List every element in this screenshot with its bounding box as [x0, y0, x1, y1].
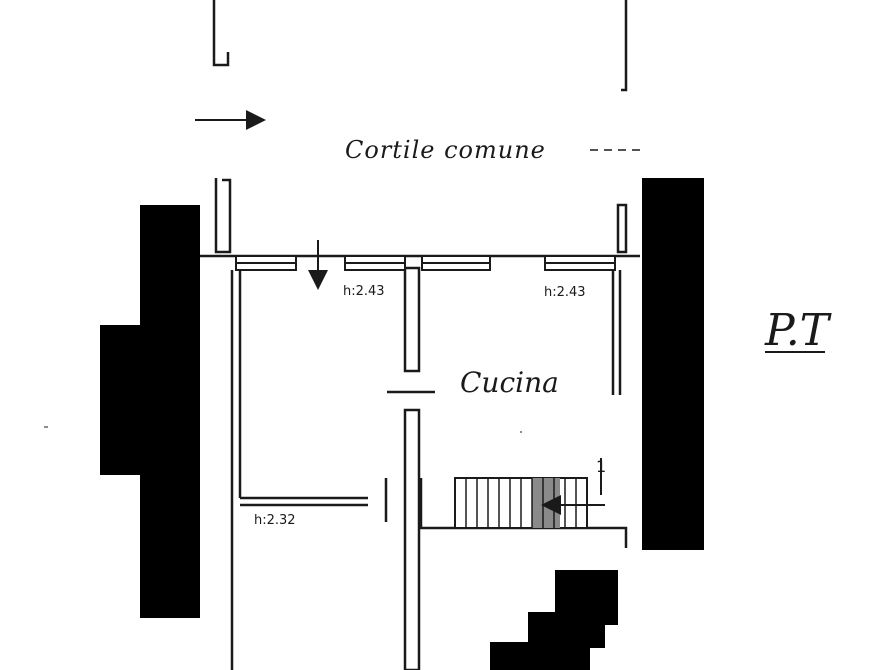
stair-number: 1: [596, 457, 606, 476]
stray-marks: [44, 426, 522, 433]
front-windows: [235, 255, 616, 271]
height-label-lower: h:2.32: [254, 513, 296, 528]
room-label-kitchen: Cucina: [460, 366, 559, 399]
neighbor-walls: [100, 178, 704, 618]
courtyard-label: Cortile comune: [345, 136, 546, 164]
height-label-right: h:2.43: [544, 285, 586, 300]
staircase: 1: [454, 457, 606, 529]
floor-label: P.T: [764, 305, 833, 356]
lower-stepped-mass: [490, 570, 618, 670]
gate-walls: [212, 0, 628, 254]
height-label-left: h:2.43: [343, 284, 385, 299]
